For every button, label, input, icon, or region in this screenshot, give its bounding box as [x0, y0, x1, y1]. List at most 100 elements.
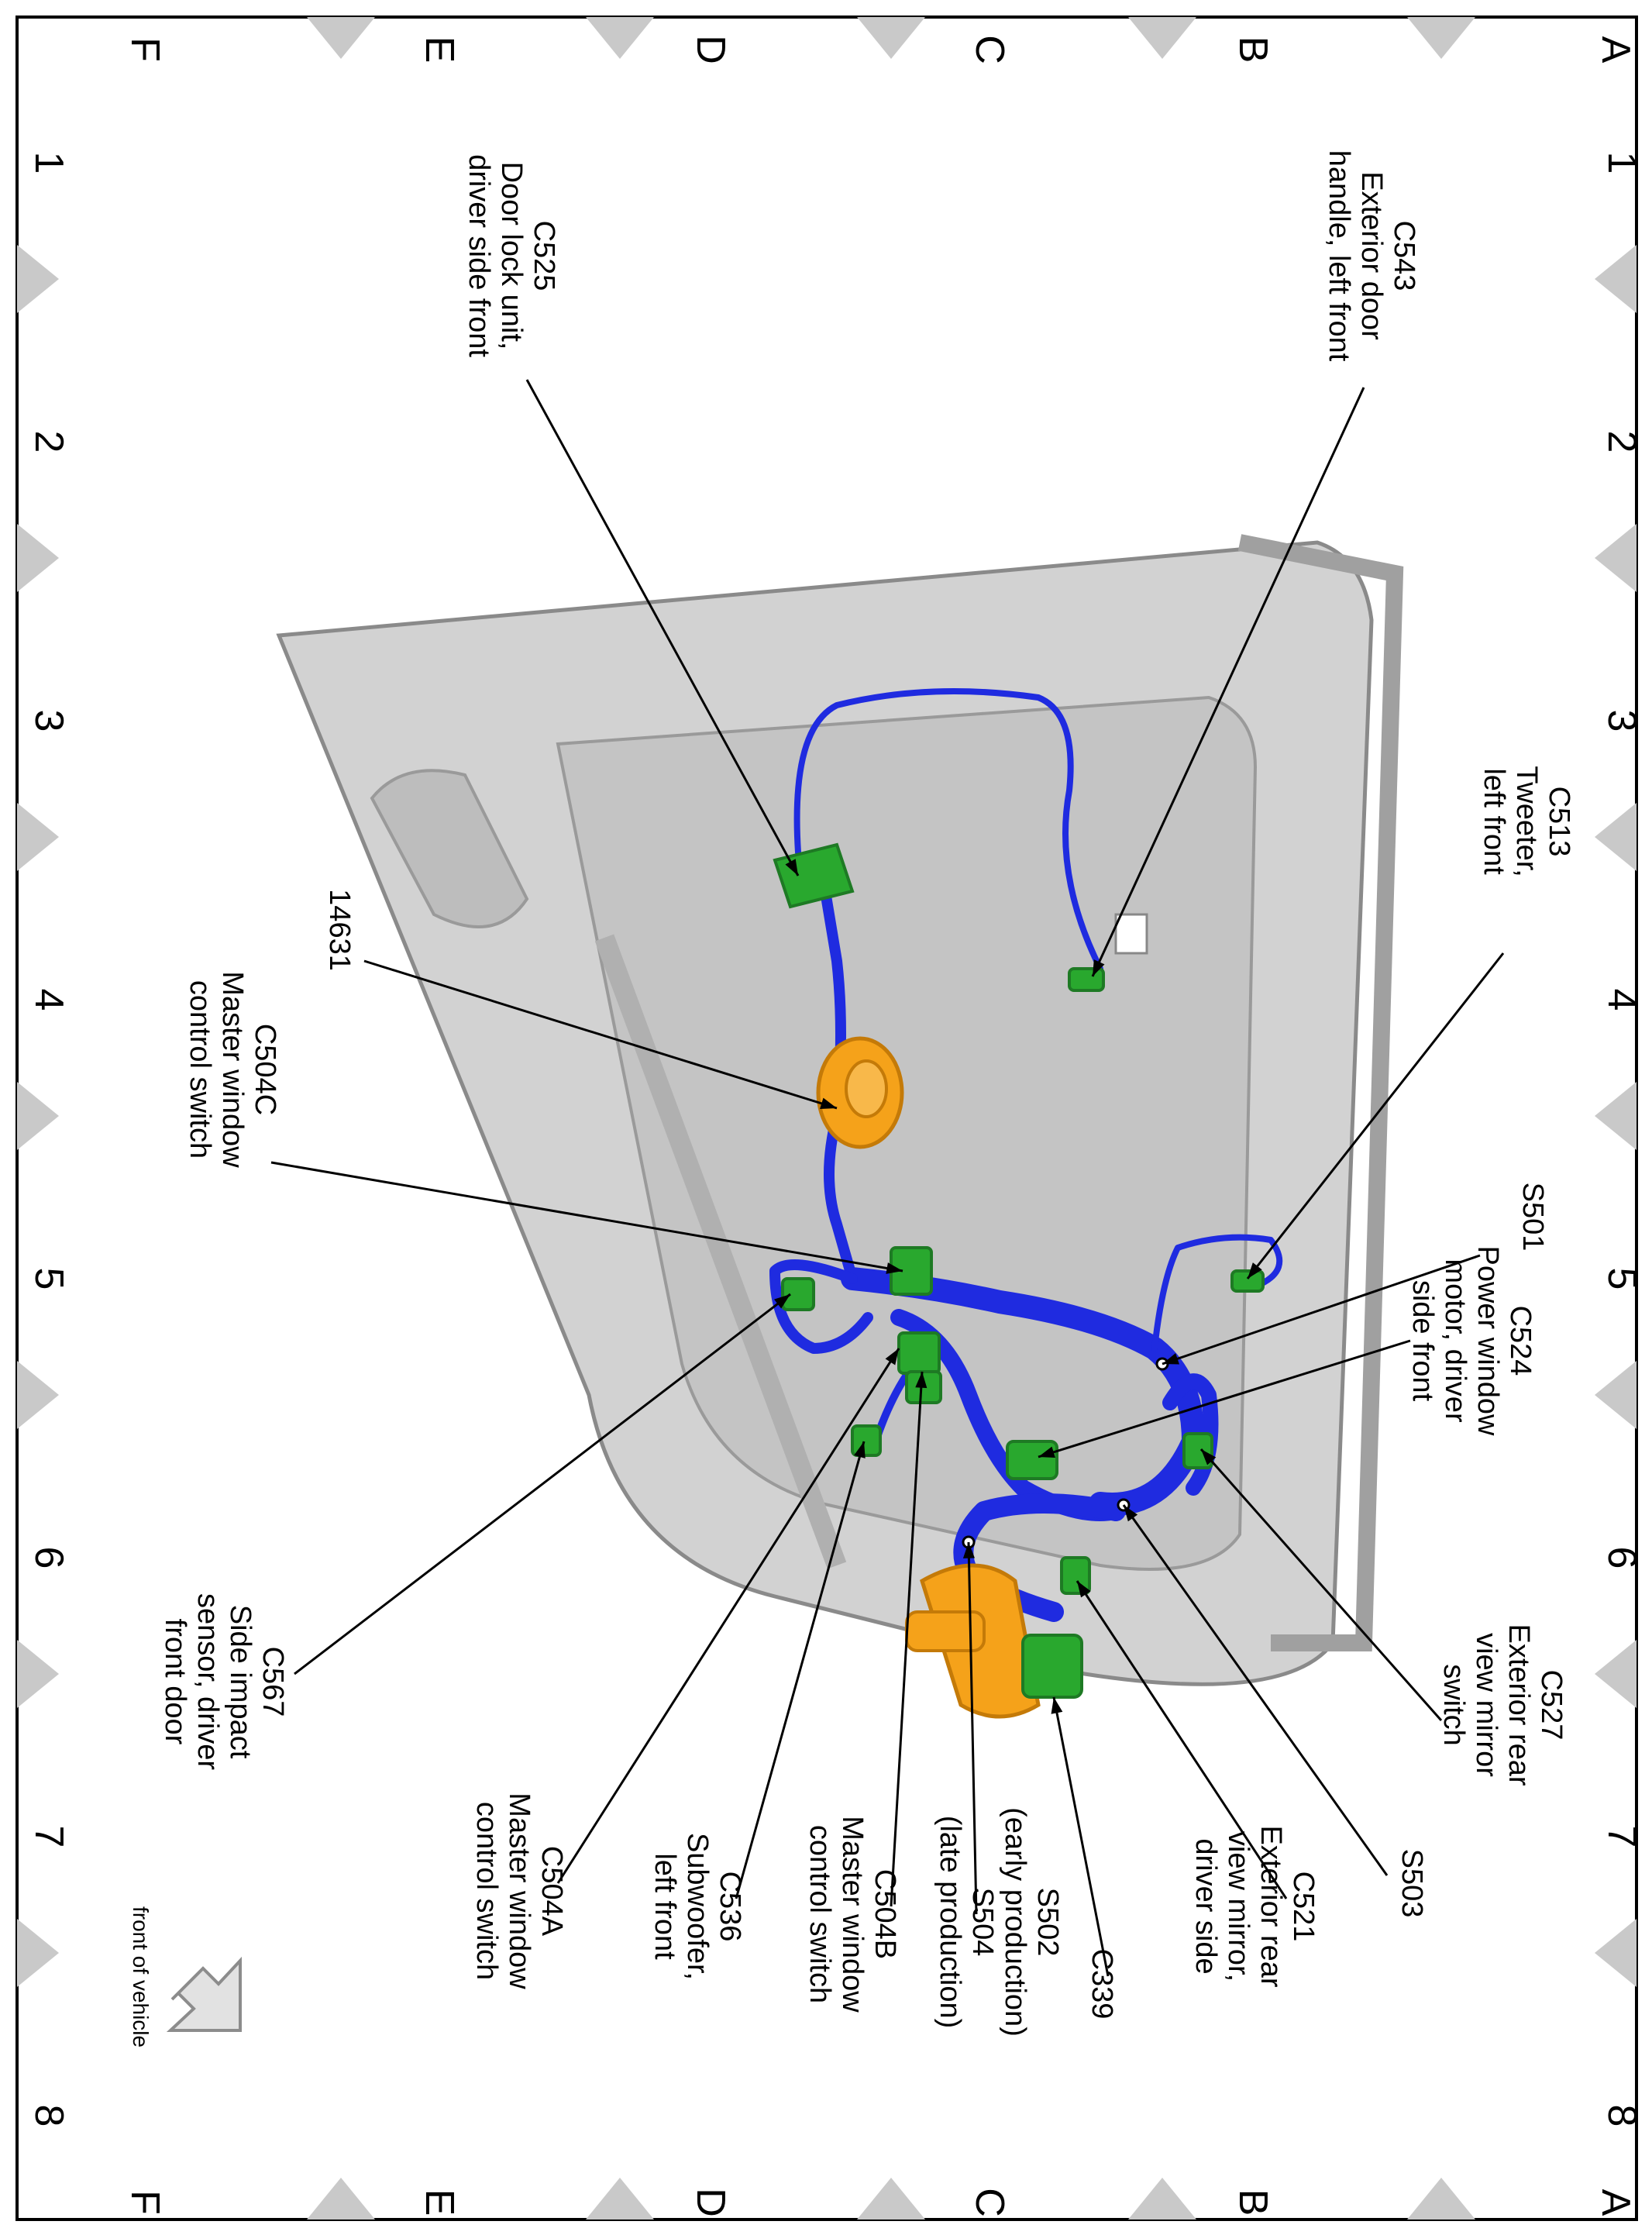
- leader-c536: [735, 1441, 866, 1899]
- left-edge-marker: [17, 524, 59, 592]
- connector-c339: [1021, 1634, 1083, 1699]
- leader-c567: [294, 1293, 791, 1675]
- leader-14631: [363, 959, 838, 1110]
- connector-c567: [781, 1277, 815, 1311]
- callout-id: C567: [256, 1647, 289, 1717]
- right-edge-marker: [1595, 1361, 1637, 1429]
- grid-col-label-left: 4: [26, 989, 71, 1011]
- leader-c504a: [556, 1348, 900, 1884]
- right-edge-marker: [1595, 524, 1637, 592]
- top-edge-marker: [1407, 17, 1475, 59]
- grid-col-label-left: 1: [26, 152, 71, 174]
- leader-arrowhead-c339: [1051, 1697, 1063, 1714]
- callout-id: C504B: [869, 1869, 901, 1959]
- callout-description: left front: [649, 1853, 681, 1960]
- leader-s503: [1122, 1504, 1389, 1876]
- bottom-edge-marker: [1128, 2178, 1196, 2220]
- leader-arrowhead-c504a: [885, 1348, 899, 1365]
- bottom-edge-marker: [307, 2178, 375, 2220]
- callout-id: C339: [1086, 1949, 1118, 2020]
- bottom-edge-marker: [857, 2178, 925, 2220]
- left-edge-marker: [17, 245, 59, 313]
- left-edge-marker: [17, 1361, 59, 1429]
- bottom-edge-marker: [586, 2178, 654, 2220]
- grid-row-label-top: C: [967, 35, 1012, 64]
- grid-row-label-bottom: A: [1593, 2189, 1638, 2216]
- boot-flange: [905, 1610, 986, 1652]
- leader-c504c: [270, 1161, 903, 1272]
- leader-arrowhead-c525: [785, 859, 798, 876]
- grid-col-label-right: 8: [1599, 2105, 1644, 2127]
- leader-c525: [525, 379, 800, 876]
- callout-description: control switch: [184, 980, 216, 1159]
- grid-edge-markers: [17, 17, 1637, 2220]
- grid-col-label-right: 6: [1599, 1547, 1644, 1569]
- connector-c513: [1230, 1269, 1265, 1293]
- callout-description: driver side: [1189, 1838, 1222, 1974]
- connector-c504b: [897, 1331, 941, 1375]
- callout-id: C504A: [535, 1846, 568, 1937]
- callout-description: Door lock unit,: [495, 162, 528, 350]
- callout-id: C527: [1535, 1670, 1568, 1741]
- bottom-edge-marker: [1407, 2178, 1475, 2220]
- grid-row-label-top: A: [1593, 36, 1638, 64]
- connector-c536: [851, 1424, 882, 1457]
- grommet-inner: [845, 1059, 888, 1118]
- leader-c543: [1091, 387, 1365, 977]
- right-edge-marker: [1595, 803, 1637, 871]
- leader-c521: [1076, 1580, 1288, 1899]
- grid-col-label-right: 1: [1599, 152, 1644, 174]
- grid-col-label-left: 6: [26, 1547, 71, 1569]
- callout-id: S502: [1031, 1888, 1064, 1957]
- leader-c513: [1246, 952, 1505, 1279]
- grommet-14631: [816, 1036, 904, 1149]
- leader-arrowhead-s501: [1162, 1353, 1179, 1365]
- callout-description: left front: [1478, 768, 1510, 875]
- callout-description: (late production): [934, 1816, 966, 2029]
- callout-id: C513: [1543, 787, 1575, 857]
- callout-id: C536: [714, 1872, 746, 1942]
- leader-arrowhead-c521: [1077, 1581, 1091, 1598]
- harness-left-loop: [769, 1259, 873, 1354]
- callout-description: sensor, driver: [191, 1593, 224, 1770]
- right-edge-marker: [1595, 1082, 1637, 1150]
- leader-c524: [1038, 1339, 1411, 1458]
- leader-arrowhead-14631: [820, 1097, 837, 1110]
- leader-c504b: [890, 1371, 924, 1907]
- callout-description: Power window: [1471, 1246, 1504, 1437]
- callout-description: Exterior rear: [1254, 1825, 1287, 1987]
- front-of-vehicle-arrow-icon: [166, 1956, 242, 2032]
- grid-col-label-left: 2: [26, 431, 71, 453]
- top-edge-marker: [586, 17, 654, 59]
- right-edge-marker: [1595, 1640, 1637, 1708]
- top-edge-marker: [307, 17, 375, 59]
- top-edge-marker: [1128, 17, 1196, 59]
- front-of-vehicle-label: front of vehicle: [129, 1906, 153, 2047]
- callout-description: Exterior rear: [1502, 1624, 1535, 1786]
- grid-row-label-top: D: [688, 35, 733, 64]
- grid-col-label-right: 7: [1599, 1826, 1644, 1848]
- door-window-frame: [1237, 534, 1404, 1651]
- connector-c543: [1068, 967, 1105, 992]
- callout-description: front door: [159, 1619, 191, 1745]
- grid-row-label-bottom: E: [417, 2189, 462, 2216]
- connector-c527: [1182, 1432, 1213, 1469]
- left-edge-marker: [17, 803, 59, 871]
- connector-c524: [1006, 1440, 1058, 1480]
- grommet-c339-boot: [905, 1563, 1041, 1719]
- grid-col-label-left: 8: [26, 2105, 71, 2127]
- door-handle-opening: [1114, 913, 1148, 955]
- right-edge-marker: [1595, 245, 1637, 313]
- callout-description: view mirror: [1470, 1633, 1502, 1777]
- callout-description: Side impact: [224, 1605, 256, 1759]
- left-edge-marker: [17, 1640, 59, 1708]
- callout-description: side front: [1406, 1280, 1439, 1402]
